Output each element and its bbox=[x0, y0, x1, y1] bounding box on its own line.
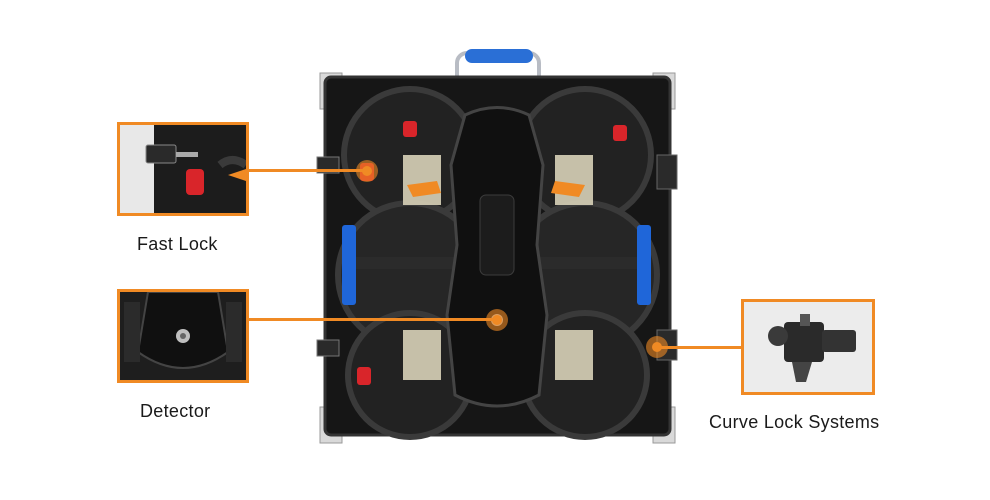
detector-label: Detector bbox=[140, 401, 211, 421]
fast-lock-callout-image bbox=[117, 122, 249, 216]
side-strip-right bbox=[637, 225, 651, 305]
curve-lock-label: Curve Lock Systems bbox=[709, 412, 880, 432]
detector-callout-image bbox=[117, 289, 249, 383]
curve-lock-callout-image bbox=[741, 299, 875, 395]
fast-lock-label: Fast Lock bbox=[137, 234, 218, 254]
side-strip-left bbox=[342, 225, 356, 305]
led-cabinet-image bbox=[316, 49, 678, 444]
handle-grip bbox=[465, 49, 533, 63]
detector-leader bbox=[249, 318, 497, 321]
curve-lock-leader bbox=[660, 346, 741, 349]
fast-lock-leader bbox=[249, 169, 367, 172]
